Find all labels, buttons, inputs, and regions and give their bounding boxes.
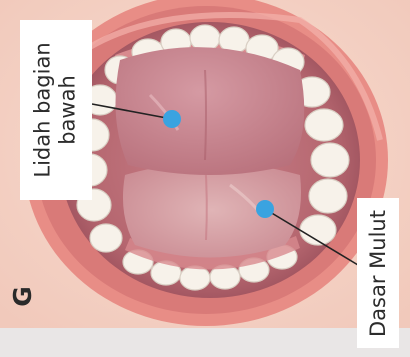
bottom-bar (0, 328, 410, 357)
label-tongue-line1: Lidah bagian (31, 42, 56, 177)
panel-letter-text: G (8, 286, 37, 307)
label-tongue-underside: Lidah bagian bawah (20, 20, 92, 200)
marker-floor (256, 200, 274, 218)
label-mouth-floor: Dasar Mulut (357, 198, 399, 348)
panel-letter: G (4, 278, 40, 314)
label-tongue-line2: bawah (56, 42, 81, 177)
label-floor-text: Dasar Mulut (366, 210, 391, 337)
tongue-underside (116, 47, 305, 175)
floor-of-mouth (123, 163, 301, 258)
marker-tongue (163, 110, 181, 128)
